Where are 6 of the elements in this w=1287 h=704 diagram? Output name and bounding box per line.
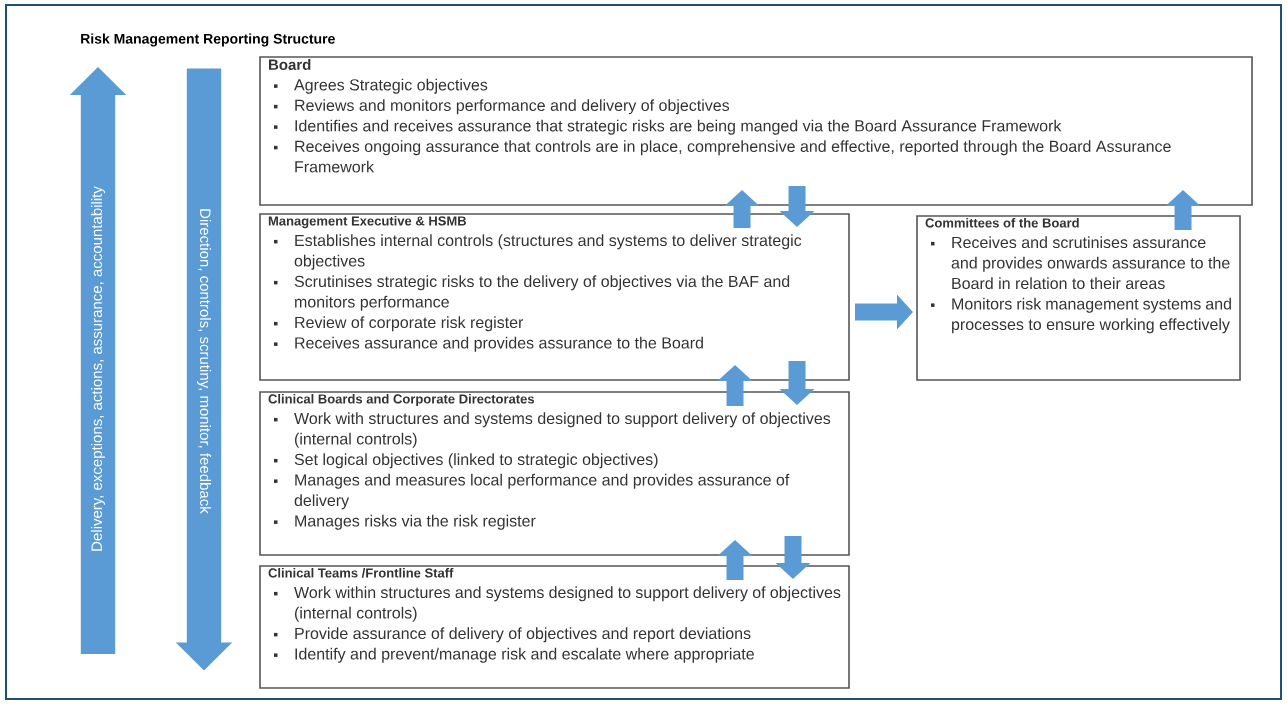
- diagram-title: Risk Management Reporting Structure: [81, 33, 335, 47]
- text-box: Board Agrees Strategic objectives Reviews and monitors performance and delivery of objectives Identifies and receives assurance that strategic risks are being manged via the Board Assurance Framework Receives ongoing assurance that controls are in place, comprehensive and effective, reported through the Board Assurance Framework: [259, 56, 1253, 206]
- text-box: Management Executive & HSMB Establishes internal controls (structures and systems to deliver strategic objectives Scrutinises strategic risks to the delivery of objectives via the BAF and monitors performance Review of corporate risk register Receives assurance and provides assurance to the Board: [259, 213, 850, 381]
- text-box: Committees of the Board Receives and scrutinises assurance and provides onwards assurance to the Board in relation to their areas Monitors risk management systems and processes to ensure working effectively: [916, 215, 1241, 381]
- text-box: Clinical Boards and Corporate Directorates Work with structures and systems designed to support delivery of objectives (internal controls) Set logical objectives (linked to strategic objectives) Manages and measures local performance and provides assurance of delivery Manages risks via the risk register: [259, 391, 850, 556]
- text-box: Clinical Teams /Frontline Staff Work within structures and systems designed to support delivery of objectives (internal controls) Provide assurance of delivery of objectives and report deviations Identify and prevent/manage risk and escalate where appropriate: [259, 565, 850, 689]
